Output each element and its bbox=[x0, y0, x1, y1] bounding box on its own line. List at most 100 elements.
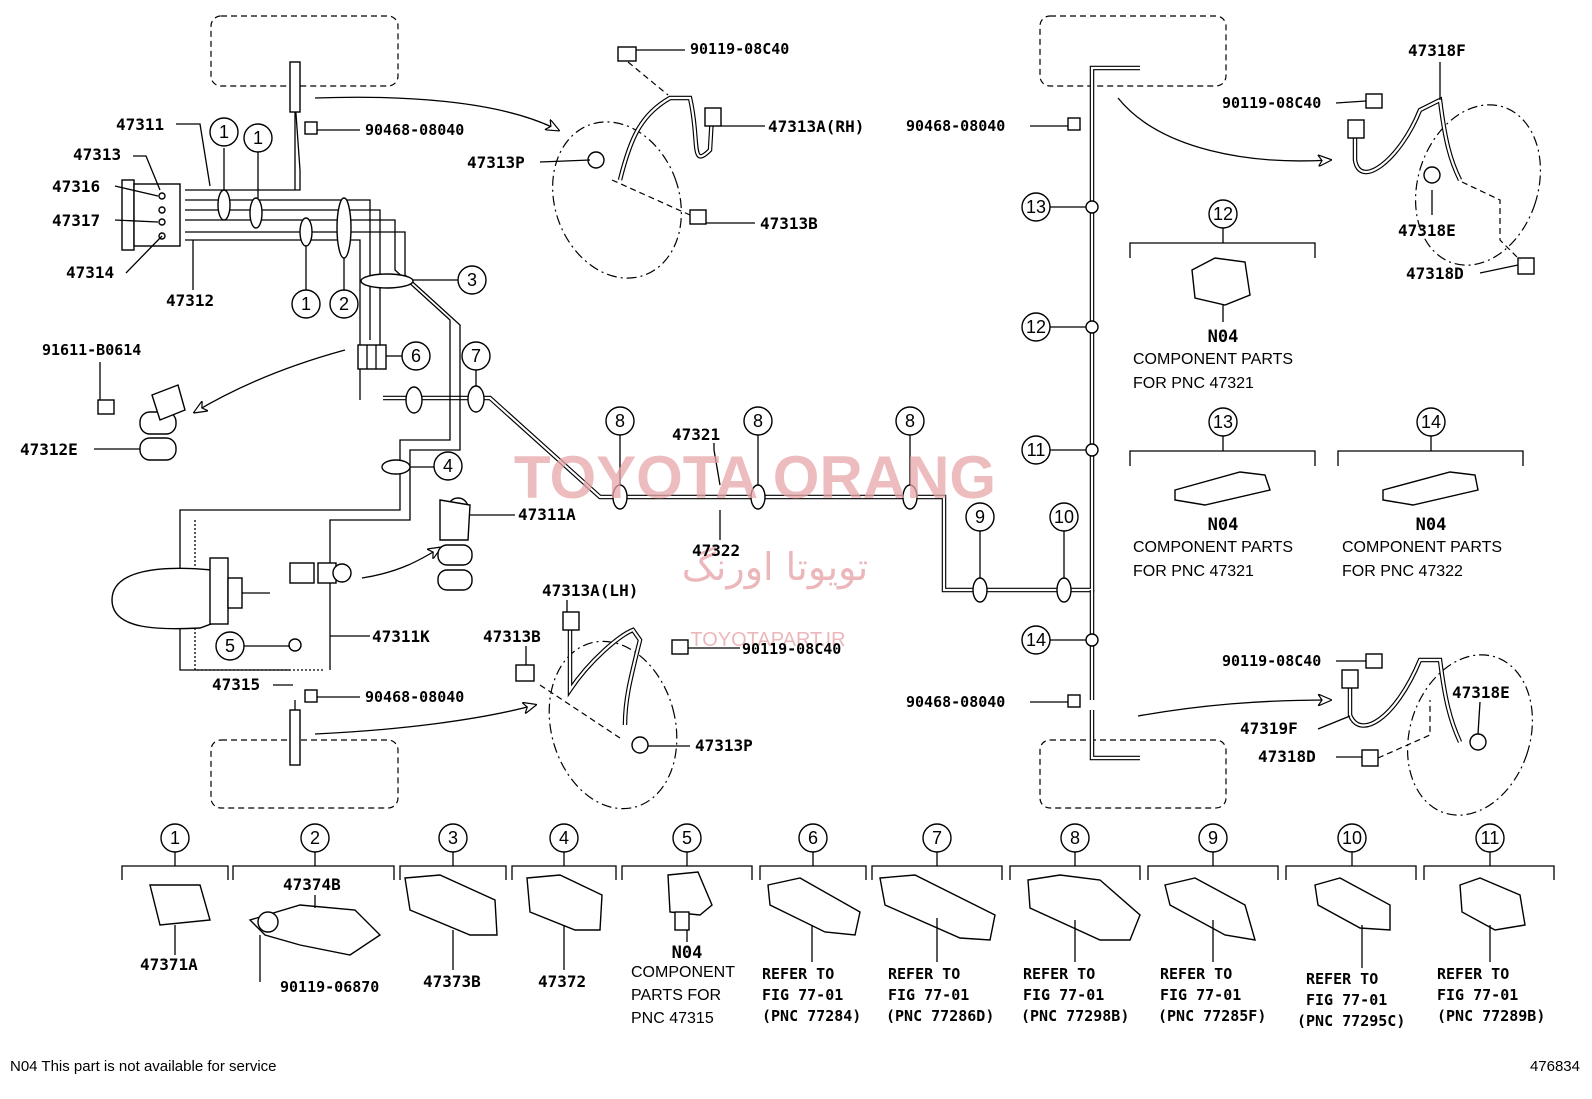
panel-14 bbox=[1337, 436, 1524, 506]
callout-4[interactable]: 4 bbox=[433, 451, 463, 481]
callout-10[interactable]: 10 bbox=[1049, 502, 1079, 532]
part-label-47321[interactable]: 47321 bbox=[672, 425, 720, 444]
part-label-47311K[interactable]: 47311K bbox=[372, 627, 430, 646]
part-label-47312[interactable]: 47312 bbox=[166, 291, 214, 310]
footer-note: N04 This part is not available for servi… bbox=[10, 1058, 277, 1075]
part-label-47313B-front[interactable]: 47313B bbox=[760, 214, 818, 233]
part-label-91611[interactable]: 91611-B0614 bbox=[42, 341, 141, 359]
svg-text:N04: N04 bbox=[1208, 327, 1239, 347]
part-label-90119-fl[interactable]: 90119-08C40 bbox=[690, 40, 789, 58]
bottom-item-7[interactable]: 7 REFER TO FIG 77-01 (PNC 77286D) bbox=[886, 823, 994, 1025]
callout-8c[interactable]: 8 bbox=[895, 406, 925, 436]
bottom-item-11[interactable]: 11 REFER TO FIG 77-01 (PNC 77289B) bbox=[1437, 823, 1545, 1025]
part-label-47318E-rear[interactable]: 47318E bbox=[1452, 683, 1510, 702]
callout-11[interactable]: 11 bbox=[1021, 435, 1051, 465]
callout-13[interactable]: 13 bbox=[1021, 192, 1051, 222]
bottom-item-8[interactable]: 8 REFER TO FIG 77-01 (PNC 77298B) bbox=[1021, 823, 1129, 1025]
part-label-47315[interactable]: 47315 bbox=[212, 675, 260, 694]
master-cylinder-block bbox=[121, 179, 181, 251]
callout-6[interactable]: 6 bbox=[401, 341, 431, 371]
bottom-item-4[interactable]: 4 47372 bbox=[538, 823, 586, 991]
figure-id: 476834 bbox=[1530, 1058, 1580, 1075]
svg-text:1: 1 bbox=[170, 828, 180, 848]
fitting-fl bbox=[289, 61, 301, 113]
part-label-90119-fr[interactable]: 90119-08C40 bbox=[1222, 94, 1321, 112]
callout-3[interactable]: 3 bbox=[457, 265, 487, 295]
svg-text:FIG 77-01: FIG 77-01 bbox=[1160, 986, 1241, 1004]
part-label-47318E-front[interactable]: 47318E bbox=[1398, 221, 1456, 240]
callout-8a[interactable]: 8 bbox=[605, 406, 635, 436]
part-label-47311A[interactable]: 47311A bbox=[518, 505, 576, 524]
callout-2[interactable]: 2 bbox=[329, 289, 359, 319]
callout-12[interactable]: 12 bbox=[1021, 312, 1051, 342]
part-label-47319F[interactable]: 47319F bbox=[1240, 719, 1298, 738]
bottom-item-9[interactable]: 9 REFER TO FIG 77-01 (PNC 77285F) bbox=[1158, 823, 1266, 1025]
svg-text:(PNC 77289B): (PNC 77289B) bbox=[1437, 1007, 1545, 1025]
part-label-47314[interactable]: 47314 bbox=[66, 263, 114, 282]
part-label-90468-rr[interactable]: 90468-08040 bbox=[906, 693, 1005, 711]
bracket-47311A bbox=[437, 497, 473, 591]
svg-text:8: 8 bbox=[905, 411, 915, 431]
svg-text:10: 10 bbox=[1342, 828, 1362, 848]
part-label-47312E[interactable]: 47312E bbox=[20, 440, 78, 459]
svg-text:FOR PNC 47322: FOR PNC 47322 bbox=[1342, 563, 1463, 580]
svg-text:1: 1 bbox=[301, 294, 311, 314]
part-label-47322[interactable]: 47322 bbox=[692, 541, 740, 560]
svg-text:1: 1 bbox=[219, 122, 229, 142]
bottom-item-3[interactable]: 3 47373B bbox=[423, 823, 481, 991]
callout-9[interactable]: 9 bbox=[965, 502, 995, 532]
callout-14[interactable]: 14 bbox=[1021, 625, 1051, 655]
part-label-90119-rl[interactable]: 90119-08C40 bbox=[742, 640, 841, 658]
part-label-47318D-front[interactable]: 47318D bbox=[1406, 264, 1464, 283]
svg-text:REFER TO: REFER TO bbox=[1306, 970, 1378, 988]
part-label-47313A-rh[interactable]: 47313A(RH) bbox=[768, 117, 864, 136]
svg-text:7: 7 bbox=[471, 346, 481, 366]
part-label-90468-rl[interactable]: 90468-08040 bbox=[365, 688, 464, 706]
svg-text:4: 4 bbox=[559, 828, 569, 848]
svg-text:N04: N04 bbox=[1416, 515, 1447, 535]
panel-12-text: 12 N04 COMPONENT PARTS FOR PNC 47321 bbox=[1133, 199, 1293, 392]
part-label-47318F[interactable]: 47318F bbox=[1408, 41, 1466, 60]
bottom-item-1[interactable]: 1 47371A bbox=[140, 823, 198, 974]
part-label-47313A-lh[interactable]: 47313A(LH) bbox=[542, 581, 638, 600]
svg-text:REFER TO: REFER TO bbox=[888, 965, 960, 983]
svg-text:COMPONENT PARTS: COMPONENT PARTS bbox=[1133, 351, 1293, 368]
svg-text:COMPONENT PARTS: COMPONENT PARTS bbox=[1342, 539, 1502, 556]
part-label-90119-rr[interactable]: 90119-08C40 bbox=[1222, 652, 1321, 670]
part-label-90468-fr[interactable]: 90468-08040 bbox=[906, 117, 1005, 135]
svg-text:7: 7 bbox=[932, 828, 942, 848]
part-label-90468-fl[interactable]: 90468-08040 bbox=[365, 121, 464, 139]
callout-1c[interactable]: 1 bbox=[291, 289, 321, 319]
part-label-47313P-rear[interactable]: 47313P bbox=[695, 736, 753, 755]
callout-5[interactable]: 5 bbox=[215, 631, 245, 661]
part-label-47318D-rear[interactable]: 47318D bbox=[1258, 747, 1316, 766]
svg-text:47374B: 47374B bbox=[283, 875, 341, 894]
svg-text:90119-06870: 90119-06870 bbox=[280, 978, 379, 996]
part-label-47313[interactable]: 47313 bbox=[73, 145, 121, 164]
svg-text:8: 8 bbox=[1070, 828, 1080, 848]
part-label-47317[interactable]: 47317 bbox=[52, 211, 100, 230]
fitting-rl bbox=[289, 709, 301, 766]
svg-text:(PNC 77284): (PNC 77284) bbox=[762, 1007, 861, 1025]
svg-text:FIG 77-01: FIG 77-01 bbox=[762, 986, 843, 1004]
leader-lines bbox=[94, 49, 1519, 758]
svg-text:13: 13 bbox=[1026, 197, 1046, 217]
junction-block bbox=[357, 344, 387, 370]
bottom-item-5[interactable]: 5 N04 COMPONENT PARTS FOR PNC 47315 bbox=[631, 823, 735, 1027]
bottom-item-6[interactable]: 6 REFER TO FIG 77-01 (PNC 77284) bbox=[762, 823, 861, 1025]
svg-text:FIG 77-01: FIG 77-01 bbox=[888, 986, 969, 1004]
part-label-47311[interactable]: 47311 bbox=[116, 115, 164, 134]
callout-1a[interactable]: 1 bbox=[209, 117, 239, 147]
part-label-47313P-front[interactable]: 47313P bbox=[467, 153, 525, 172]
callout-1b[interactable]: 1 bbox=[243, 123, 273, 153]
bottom-item-10[interactable]: 10 REFER TO FIG 77-01 (PNC 77295C) bbox=[1297, 823, 1405, 1030]
svg-text:REFER TO: REFER TO bbox=[1023, 965, 1095, 983]
callout-7[interactable]: 7 bbox=[461, 341, 491, 371]
svg-text:PNC 47315: PNC 47315 bbox=[631, 1010, 714, 1027]
bottom-item-2[interactable]: 2 47374B 90119-06870 bbox=[280, 823, 379, 996]
part-label-47316[interactable]: 47316 bbox=[52, 177, 100, 196]
part-label-47313B-rear[interactable]: 47313B bbox=[483, 627, 541, 646]
callout-8b[interactable]: 8 bbox=[743, 406, 773, 436]
